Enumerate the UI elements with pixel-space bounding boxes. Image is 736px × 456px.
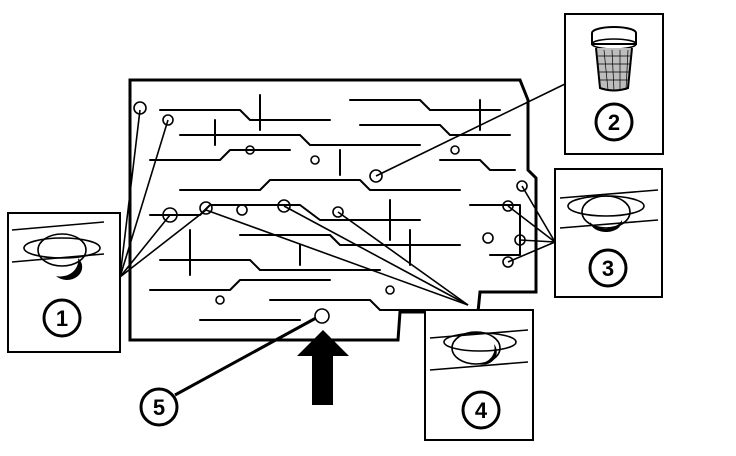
callout-2-number: 2 xyxy=(608,110,620,135)
callout-3-number: 3 xyxy=(602,256,614,281)
callout-5: 5 xyxy=(139,387,179,427)
callout-1: 1 xyxy=(42,298,82,338)
filter-screen-icon xyxy=(591,26,637,92)
callout-2: 2 xyxy=(594,102,634,142)
inset-4: 4 xyxy=(424,309,534,441)
callout-1-number: 1 xyxy=(56,306,68,331)
callout-4: 4 xyxy=(461,390,501,430)
inset-2: 2 xyxy=(564,13,664,155)
inset-1: 1 xyxy=(7,212,121,353)
arrow-up-icon xyxy=(297,330,349,405)
callout-3: 3 xyxy=(588,248,628,288)
callout-5-number: 5 xyxy=(153,395,165,420)
callout-4-number: 4 xyxy=(475,398,488,423)
inset-3: 3 xyxy=(554,168,663,298)
valve-body-plate xyxy=(128,78,538,342)
leader-lines xyxy=(119,83,566,306)
callout-5-group: 5 xyxy=(139,316,317,427)
